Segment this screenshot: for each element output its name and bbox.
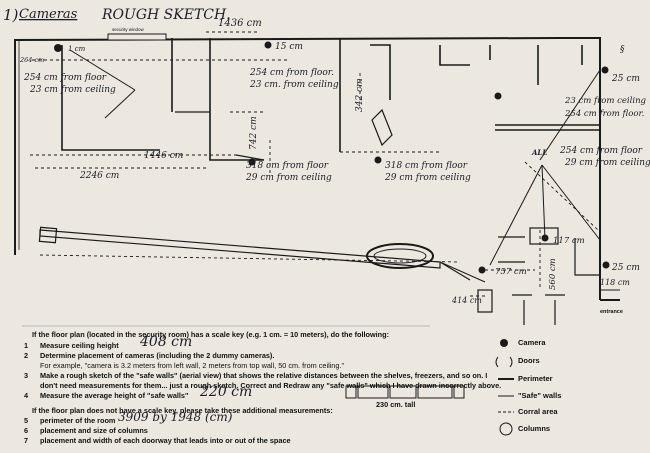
camera-icon — [264, 41, 272, 49]
camera-icon — [541, 234, 549, 242]
label-mid1-ceiling: 29 cm from ceiling — [245, 173, 332, 183]
camera-icon — [494, 92, 502, 100]
title-rest: ROUGH SKETCH. — [101, 7, 231, 23]
camera-icon — [374, 156, 382, 164]
label-cam-top-side: 15 cm — [275, 42, 303, 52]
legend-door-icon — [495, 356, 499, 368]
instruction-4-number: 4 — [24, 391, 29, 400]
instruction-5-answer: 3909 by 1948 (cm) — [118, 410, 233, 424]
camera-markers — [54, 41, 610, 274]
legend-perimeter: Perimeter — [518, 374, 553, 383]
instruction-1-answer: 408 cm — [140, 334, 193, 350]
label-mid1-floor: 318 cm from floor — [246, 161, 329, 171]
label-right-top-side: 25 cm — [611, 74, 640, 84]
label-cam-top-floor: 254 cm from floor. — [249, 68, 334, 78]
label-h-414: 414 cm — [451, 296, 482, 305]
label-h-757: 757 cm — [495, 267, 527, 277]
title-number: 1) — [3, 6, 19, 24]
entrance-label: entrance — [600, 309, 623, 315]
camera-sightlines — [69, 49, 601, 283]
interior-walls — [61, 38, 600, 161]
legend-corral: Corral area — [518, 407, 558, 416]
instruction-3-cont: don't need measurements for them... just… — [40, 381, 502, 390]
title-word: Cameras — [19, 7, 78, 22]
guide-lines — [30, 31, 599, 297]
label-v-742: 742 cm — [249, 116, 259, 150]
instruction-6-number: 6 — [24, 426, 29, 435]
instruction-1-number: 1 — [24, 341, 29, 350]
legend-symbols — [495, 339, 514, 436]
instruction-3-number: 3 — [24, 371, 29, 380]
label-mid2-floor: 318 cm from floor — [385, 161, 468, 171]
label-top-width: 1436 cm — [218, 18, 262, 29]
corral-oval-inner — [373, 248, 427, 264]
instruction-5-number: 5 — [24, 416, 29, 425]
instruction-4: Measure the average height of "safe wall… — [40, 391, 189, 400]
measurement-labels: 1436 cm 264 cm 1 cm 254 cm from floor 23… — [19, 18, 650, 305]
corral-oval — [366, 243, 434, 269]
label-all: ALL — [531, 148, 547, 157]
right-bottom-structures — [477, 227, 600, 325]
legend-door-icon — [509, 356, 513, 368]
instruction-6: placement and size of columns — [40, 426, 148, 435]
label-mid2-ceiling: 29 cm from ceiling — [384, 173, 471, 183]
safe-wall-height-sketch — [345, 385, 465, 399]
legend-column-icon — [499, 422, 513, 436]
label-cam-tl-ceiling: 23 cm from ceiling — [29, 85, 116, 95]
label-right-bot-side: 25 cm — [611, 263, 640, 273]
instruction-1: Measure ceiling height — [40, 341, 119, 350]
camera-icon — [248, 158, 256, 166]
label-right-mid-floor: 254 cm from floor — [559, 146, 643, 156]
security-window — [107, 33, 167, 41]
label-cam-top-ceiling: 23 cm. from ceiling. — [249, 80, 342, 90]
legend-safe-walls: "Safe" walls — [518, 391, 562, 400]
legend-columns: Columns — [518, 424, 551, 433]
camera-icon — [478, 266, 486, 274]
camera-icon — [54, 44, 62, 52]
label-section-mark: § — [620, 45, 625, 55]
label-v-342: 342 cm — [355, 78, 365, 112]
label-cam-tl-small: 264 cm — [19, 56, 44, 64]
label-h-2246: 2246 cm — [79, 171, 119, 181]
security-window-label: security window — [112, 27, 145, 32]
label-cam-tl-side: 1 cm — [68, 45, 86, 53]
instruction-2: Determine placement of cameras (includin… — [40, 351, 275, 360]
legend-doors: Doors — [518, 356, 540, 365]
instruction-intro: If the floor plan (located in the securi… — [32, 330, 390, 339]
instruction-2-example: For example, "camera is 3.2 meters from … — [40, 361, 345, 370]
instruction-intro-2: If the floor plan does not have a scale … — [32, 406, 333, 415]
label-cam-tl-floor: 254 cm from floor — [23, 73, 107, 83]
label-v-560: 560 cm — [548, 258, 558, 290]
safe-walls — [38, 108, 525, 281]
instruction-2-number: 2 — [24, 351, 29, 360]
safe-wall-note: 230 cm. tall — [376, 400, 416, 409]
label-right-bot-118: 118 cm — [600, 278, 630, 287]
label-h-1446: 1446 cm — [144, 151, 183, 161]
instruction-4-answer: 220 cm — [200, 384, 253, 400]
instruction-5: perimeter of the room — [40, 416, 116, 425]
label-box-width: 117 cm — [553, 236, 585, 246]
camera-icon — [602, 261, 610, 269]
label-right-mid-ceiling: 29 cm from ceiling — [564, 158, 650, 168]
legend-camera-icon — [500, 339, 508, 347]
legend-camera: Camera — [518, 338, 546, 347]
camera-icon — [601, 66, 609, 74]
instruction-3: Make a rough sketch of the "safe walls" … — [40, 371, 488, 380]
label-right-top-floor: 254 cm from floor. — [564, 109, 644, 119]
instruction-7: placement and width of each doorway that… — [40, 436, 291, 445]
instruction-7-number: 7 — [24, 436, 29, 445]
label-right-top-ceiling: 23 cm from ceiling — [564, 96, 647, 106]
